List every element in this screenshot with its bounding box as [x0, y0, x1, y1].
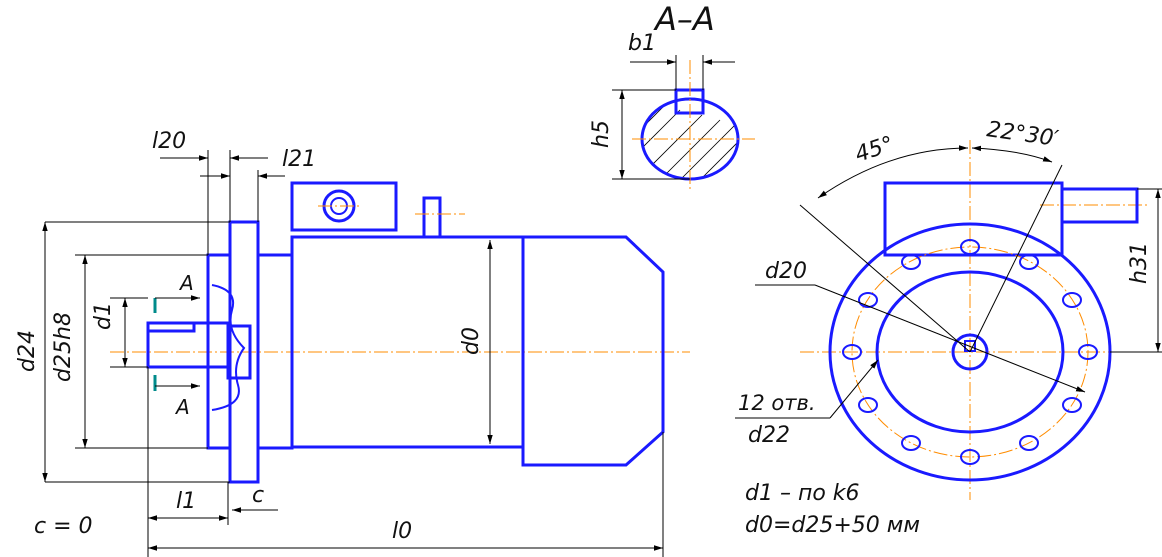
label-l0: l0: [392, 519, 412, 544]
label-d24: d24: [15, 330, 40, 372]
bolt-circle: [851, 246, 1089, 458]
label-d20: d20: [765, 259, 807, 284]
end-shaft: [951, 333, 989, 371]
shaft-key: [146, 321, 196, 333]
label-h31: h31: [1127, 242, 1152, 284]
end-spigot: [875, 270, 1065, 434]
dim-d22: [829, 359, 879, 419]
rear-housing: [521, 235, 665, 467]
side-view: A A d24 d25 h8 d1 d0 l20 l21: [15, 129, 690, 557]
end-terminal-gland: [1060, 187, 1139, 224]
label-l20: l20: [152, 129, 186, 154]
label-holes: 12 отв.: [738, 391, 816, 415]
label-l21: l21: [282, 147, 316, 172]
label-l1: l1: [176, 489, 196, 514]
label-angle-22: 22°30′: [985, 117, 1060, 152]
cut-label-upper: A: [178, 271, 194, 295]
end-view: 45° 22°30′ d20 12 отв. d22 h31 d1 – по k…: [735, 117, 1162, 538]
bolt-holes: [842, 239, 1098, 465]
label-h8: h8: [51, 312, 76, 340]
note-d1: d1 – по k6: [745, 481, 860, 506]
label-d22: d22: [748, 423, 790, 448]
lifting-eye: [422, 196, 442, 239]
dim-angle-45: [817, 145, 969, 199]
shaft-collar: [226, 324, 252, 380]
cut-label-lower: A: [174, 395, 190, 419]
dim-angle-22: [971, 145, 1053, 163]
dim-d20: [814, 284, 1086, 393]
flange-spigot: [206, 253, 232, 450]
label-angle-45: 45°: [852, 132, 897, 168]
section-title: A–A: [653, 0, 715, 38]
label-b1: b1: [628, 31, 656, 56]
label-d0: d0: [459, 327, 484, 355]
label-d25: d25: [51, 340, 76, 382]
section-a-a: A–A b1 h5: [589, 0, 755, 190]
label-c: c: [252, 483, 264, 508]
motor-body: [290, 235, 525, 449]
flange-break-line: [211, 284, 246, 411]
label-d1: d1: [91, 302, 116, 330]
note-c-equals: c = 0: [34, 514, 93, 539]
label-h5: h5: [589, 120, 614, 148]
note-d0: d0=d25+50 мм: [745, 513, 920, 538]
